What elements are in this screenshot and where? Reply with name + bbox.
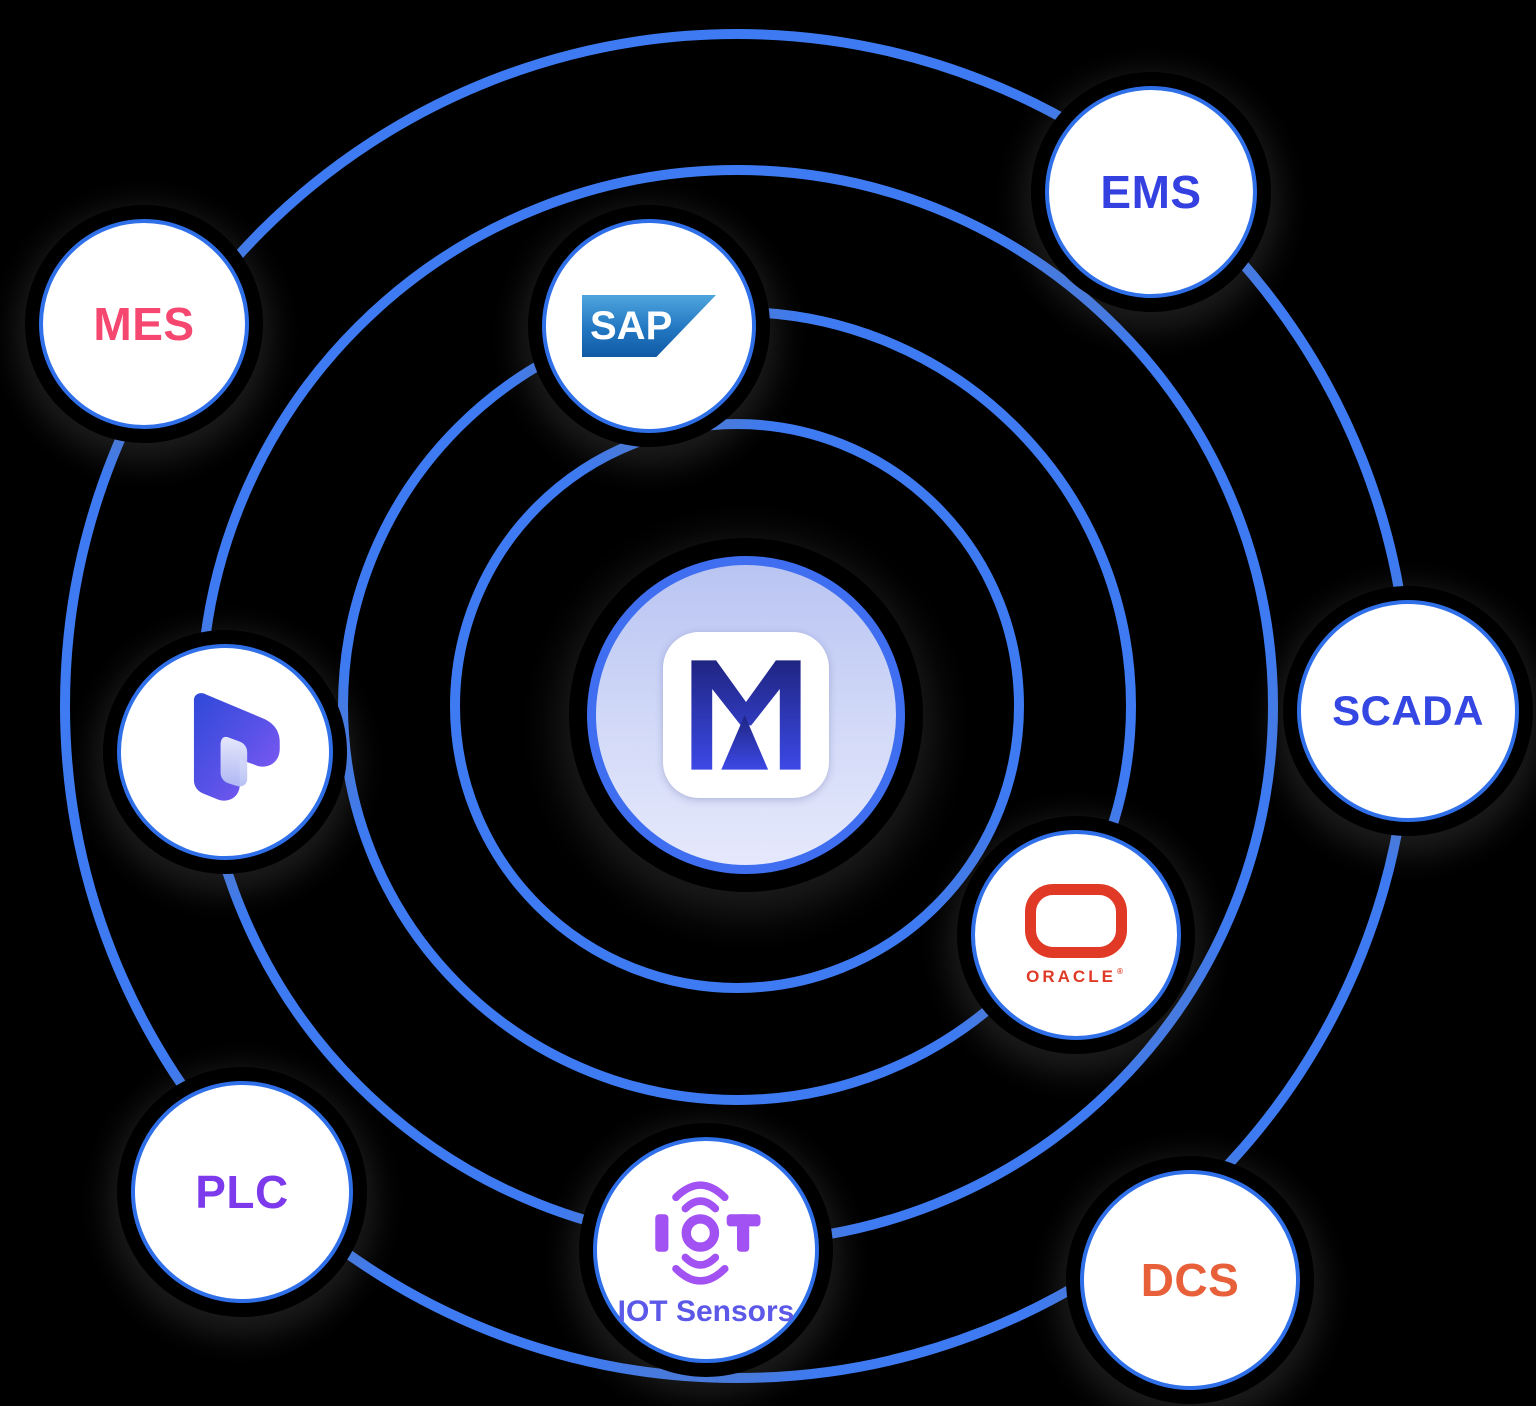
ems-label: EMS [1100, 166, 1202, 218]
sap-logo-icon: SAP [582, 295, 716, 357]
iot-letter-o-ring [681, 1214, 720, 1252]
plc-label: PLC [195, 1166, 289, 1218]
iot-letter-i [655, 1214, 669, 1252]
iot-letter-t [737, 1214, 750, 1252]
mw-monogram-icon [691, 660, 801, 770]
node-ems: EMS [1045, 86, 1257, 298]
mes-label: MES [93, 298, 195, 350]
center-node [587, 556, 905, 874]
node-plc: PLC [131, 1081, 353, 1303]
node-dynamics-365 [117, 644, 333, 860]
node-oracle: ORACLE ® [971, 830, 1181, 1040]
mw-logo-tile [663, 632, 829, 798]
dcs-label: DCS [1140, 1254, 1240, 1306]
oracle-registered-mark: ® [1116, 966, 1126, 976]
iot-signal-arc-bottom-large [672, 1264, 729, 1285]
oracle-logo-wordmark: ORACLE ® [1026, 967, 1126, 987]
oracle-logo-text: ORACLE [1026, 966, 1116, 986]
iot-sensors-label: IOT Sensors [617, 1295, 795, 1328]
sap-logo-text: SAP [590, 303, 673, 348]
oracle-logo-icon [1025, 883, 1127, 958]
iot-signal-arc-top-large [672, 1181, 729, 1202]
iot-signal-arc-top-small [681, 1197, 720, 1213]
node-sap: SAP [542, 219, 756, 433]
orbit-ring-1 [450, 419, 1024, 993]
node-dcs: DCS [1080, 1170, 1300, 1390]
dynamics-365-icon [193, 693, 280, 801]
node-mes: MES [39, 219, 249, 429]
scada-label: SCADA [1332, 687, 1484, 734]
iot-signal-arc-bottom-small [681, 1253, 720, 1269]
node-scada: SCADA [1297, 600, 1519, 822]
iot-signal-icon [655, 1181, 761, 1285]
node-iot-sensors: IOT Sensors [593, 1137, 819, 1363]
